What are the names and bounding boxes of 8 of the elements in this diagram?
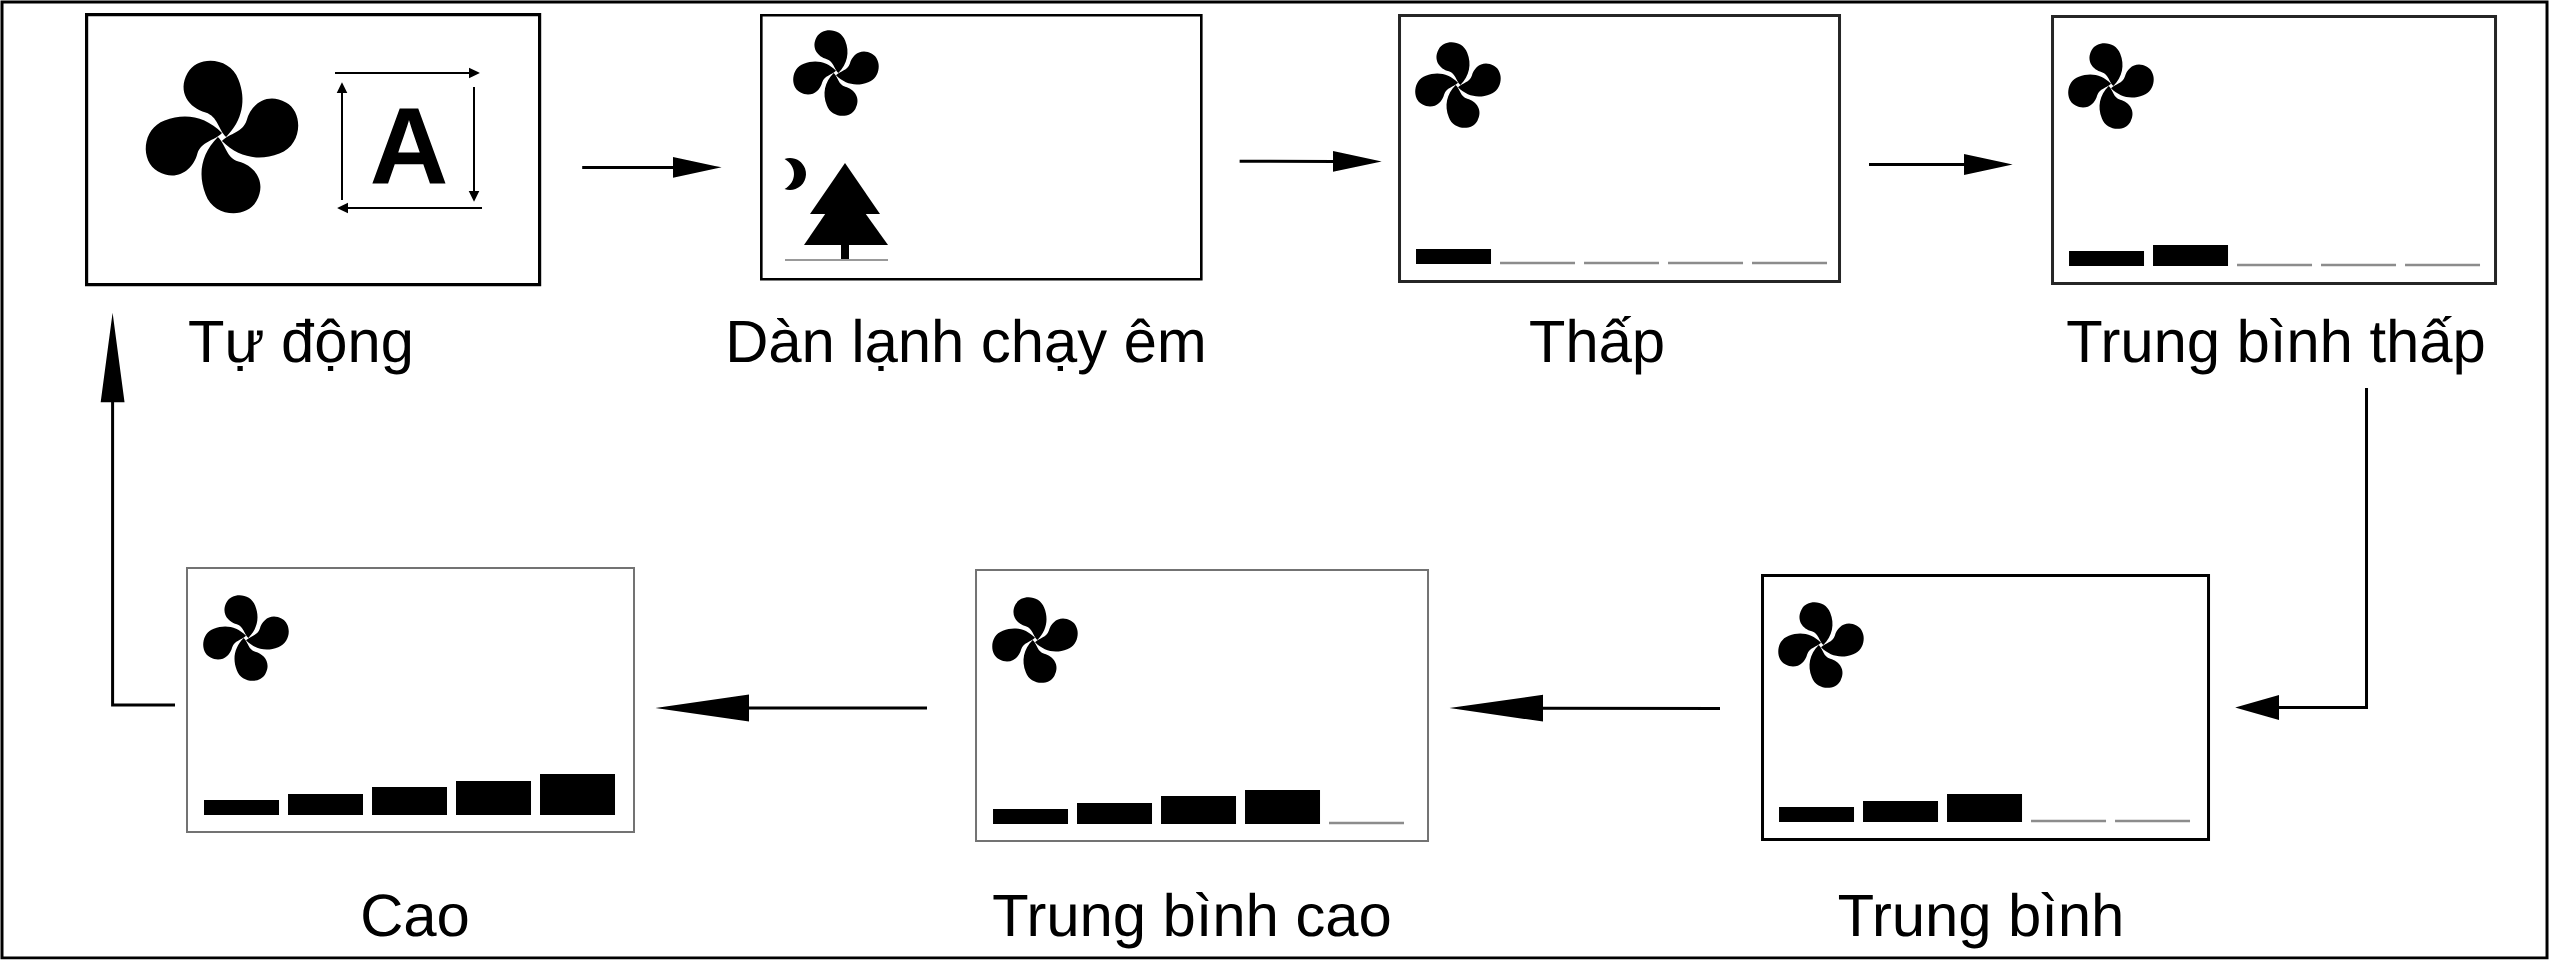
mode-label: Trung bình xyxy=(1838,892,2121,949)
mode-label: Thấp xyxy=(1530,316,1663,375)
mode-label: Trung bình thấp xyxy=(2067,316,2484,375)
mode-label: Dàn lạnh chạy êm xyxy=(730,318,1203,375)
mode-label: Tự động xyxy=(189,318,411,375)
mode-label: Cao xyxy=(363,894,468,937)
mode-label: Trung bình cao xyxy=(993,892,1390,949)
mode-letter: A xyxy=(372,108,446,184)
